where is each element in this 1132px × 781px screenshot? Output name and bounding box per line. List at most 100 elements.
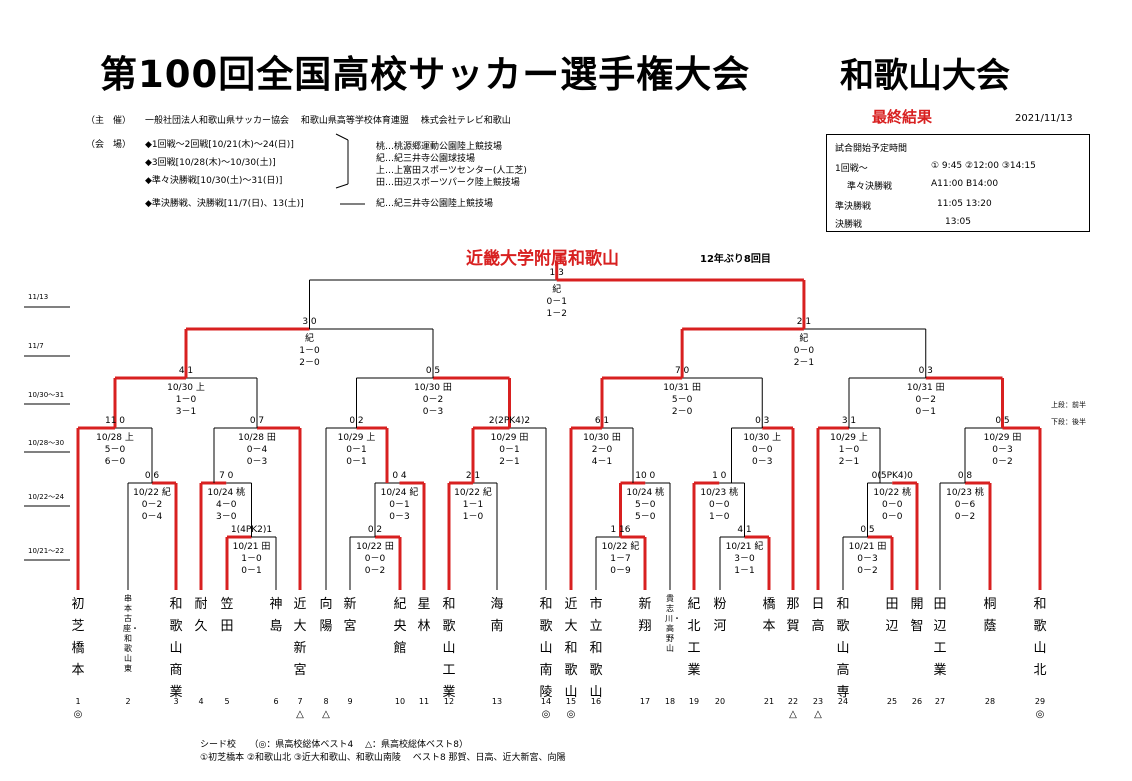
match-score-r3b: 0 7 bbox=[249, 416, 265, 426]
date-label: 2021/11/13 bbox=[1015, 113, 1073, 124]
team-name: 田辺工業 bbox=[933, 597, 947, 678]
champion-note: 12年ぶり8回目 bbox=[700, 254, 771, 265]
match-half1-r3c: 0－1 bbox=[346, 445, 367, 455]
team-name: 串本古座・和歌山東 bbox=[123, 594, 139, 673]
match-half1-sf1: 1－0 bbox=[299, 346, 320, 356]
schedule-box: 試合開始予定時間 1回戦～ ① 9:45 ②12:00 ③14:15 準々決勝戦… bbox=[826, 134, 1090, 232]
team-number: 6 bbox=[273, 697, 279, 706]
match-half1-r3f: 0－0 bbox=[752, 445, 773, 455]
schedule-sf-label: 準決勝戦 bbox=[835, 202, 872, 212]
page-subtitle: 和歌山大会 bbox=[840, 56, 1010, 96]
match-half2-qf1: 3－1 bbox=[175, 407, 197, 417]
team-name: 耐久 bbox=[194, 597, 208, 634]
match-venue-r3g: 10/29 上 bbox=[830, 433, 868, 443]
team-number: 5 bbox=[224, 697, 230, 706]
team-number: 19 bbox=[688, 697, 700, 706]
match-score-qf3: 7 0 bbox=[674, 366, 690, 376]
match-half2-sf2: 2－1 bbox=[793, 358, 815, 368]
team-number: 8 bbox=[323, 697, 329, 706]
organizer-text: 一般社団法人和歌山県サッカー協会 和歌山県高等学校体育連盟 株式会社テレビ和歌山 bbox=[145, 116, 511, 126]
team-number: 29 bbox=[1034, 697, 1046, 706]
match-half1-r2c: 0－1 bbox=[389, 500, 410, 510]
match-score-r3a: 11 0 bbox=[104, 416, 126, 426]
match-half2-r3h: 0－2 bbox=[992, 457, 1013, 467]
match-half2-r1b: 0－2 bbox=[364, 566, 386, 576]
team-name: 和歌山高専 bbox=[836, 597, 850, 700]
team-name: 神島 bbox=[269, 597, 283, 634]
match-half2-r3a: 6－0 bbox=[104, 457, 126, 467]
venue-round-3: ◆準々決勝戦[10/30(土)～31(日)] bbox=[145, 176, 283, 186]
match-venue-r1c: 10/22 紀 bbox=[601, 542, 640, 552]
round-date-label: 10/30～31 bbox=[28, 391, 65, 399]
match-score-r3h: 0 5 bbox=[995, 416, 1010, 426]
match-half1-r2h: 0－6 bbox=[954, 500, 976, 510]
schedule-final-label: 決勝戦 bbox=[835, 220, 863, 230]
organizer-label: （主 催） bbox=[86, 116, 132, 126]
seed-mark: △ bbox=[814, 709, 822, 720]
team-number: 17 bbox=[639, 697, 651, 706]
venue-place-2: 紀…紀三井寺公園球技場 bbox=[376, 154, 476, 164]
team-number: 13 bbox=[491, 697, 503, 706]
team-name: 近大新宮 bbox=[293, 597, 307, 678]
seed-mark: △ bbox=[296, 709, 304, 720]
schedule-qf-times: A11:00 B14:00 bbox=[931, 179, 999, 189]
match-half2-r2d: 1－0 bbox=[462, 512, 484, 522]
round-date-label: 11/7 bbox=[28, 342, 44, 350]
venue-round-4: ◆準決勝戦、決勝戦[11/7(日)、13(土)] bbox=[145, 199, 304, 209]
match-venue-r2b: 10/24 桃 bbox=[207, 488, 246, 498]
match-half2-r2c: 0－3 bbox=[389, 512, 410, 522]
footer-seed-legend: シード校 （◎：県高校総体ベスト4 △：県高校総体ベスト8） bbox=[200, 740, 468, 750]
venue-place-5: 紀…紀三井寺公園陸上競技場 bbox=[376, 199, 494, 209]
match-half2-qf2: 0－3 bbox=[422, 407, 444, 417]
match-half1-r2d: 1－1 bbox=[462, 500, 484, 510]
match-half1-r1b: 0－0 bbox=[364, 554, 386, 564]
match-score-r2e: 10 0 bbox=[635, 471, 656, 481]
team-name: 新翔 bbox=[638, 597, 652, 634]
team-name: 新宮 bbox=[343, 597, 357, 634]
match-score-r2f: 1 0 bbox=[712, 471, 727, 481]
match-half1-r2a: 0－2 bbox=[141, 500, 163, 510]
match-score-r1a: 1(4PK2)1 bbox=[230, 525, 273, 535]
match-half1-qf4: 0－2 bbox=[915, 395, 936, 405]
match-venue-final: 紀 bbox=[552, 285, 562, 295]
team-number: 1 bbox=[75, 697, 81, 706]
legend-bottom: 下段：後半 bbox=[1051, 418, 1086, 426]
match-venue-r1b: 10/22 田 bbox=[356, 542, 394, 552]
match-score-r3c: 0 2 bbox=[349, 416, 364, 426]
match-score-r2g: 0(5PK4)0 bbox=[871, 471, 913, 481]
match-half1-r1e: 0－3 bbox=[857, 554, 878, 564]
match-half2-r1c: 0－9 bbox=[610, 566, 631, 576]
seed-mark: ◎ bbox=[566, 709, 576, 720]
match-venue-r2g: 10/22 桃 bbox=[873, 488, 912, 498]
match-venue-qf1: 10/30 上 bbox=[167, 383, 205, 393]
match-venue-r3h: 10/29 田 bbox=[983, 433, 1022, 443]
team-name: 橋本 bbox=[762, 597, 776, 634]
match-score-sf1: 3 0 bbox=[302, 317, 317, 327]
team-name: 開智 bbox=[910, 597, 924, 634]
match-half2-r3f: 0－3 bbox=[752, 457, 773, 467]
match-score-r2c: 0 4 bbox=[392, 471, 407, 481]
match-half2-r2b: 3－0 bbox=[216, 512, 237, 522]
round-date-label: 11/13 bbox=[28, 293, 49, 301]
match-half2-r3e: 4－1 bbox=[591, 457, 613, 467]
venue-round-1: ◆1回戦～2回戦[10/21(木)～24(日)] bbox=[145, 140, 294, 150]
match-venue-qf3: 10/31 田 bbox=[663, 383, 702, 393]
match-venue-r3a: 10/28 上 bbox=[96, 433, 134, 443]
schedule-qf-label: 準々決勝戦 bbox=[847, 182, 893, 192]
match-venue-sf1: 紀 bbox=[304, 334, 314, 344]
team-name: 粉河 bbox=[713, 597, 727, 634]
venue-brace bbox=[335, 133, 349, 141]
team-number: 12 bbox=[443, 697, 455, 706]
match-half1-r2g: 0－0 bbox=[882, 500, 903, 510]
match-score-r3d: 2(2PK4)2 bbox=[488, 416, 531, 426]
match-venue-r2a: 10/22 紀 bbox=[133, 488, 171, 498]
match-half2-sf1: 2－0 bbox=[299, 358, 320, 368]
venue-brace bbox=[335, 183, 349, 189]
team-name: 那賀 bbox=[786, 597, 800, 634]
team-number: 22 bbox=[787, 697, 799, 706]
team-number: 26 bbox=[911, 697, 923, 706]
match-score-r3g: 3 1 bbox=[841, 416, 857, 426]
team-number: 15 bbox=[565, 697, 577, 706]
match-half1-r3e: 2－0 bbox=[591, 445, 613, 455]
